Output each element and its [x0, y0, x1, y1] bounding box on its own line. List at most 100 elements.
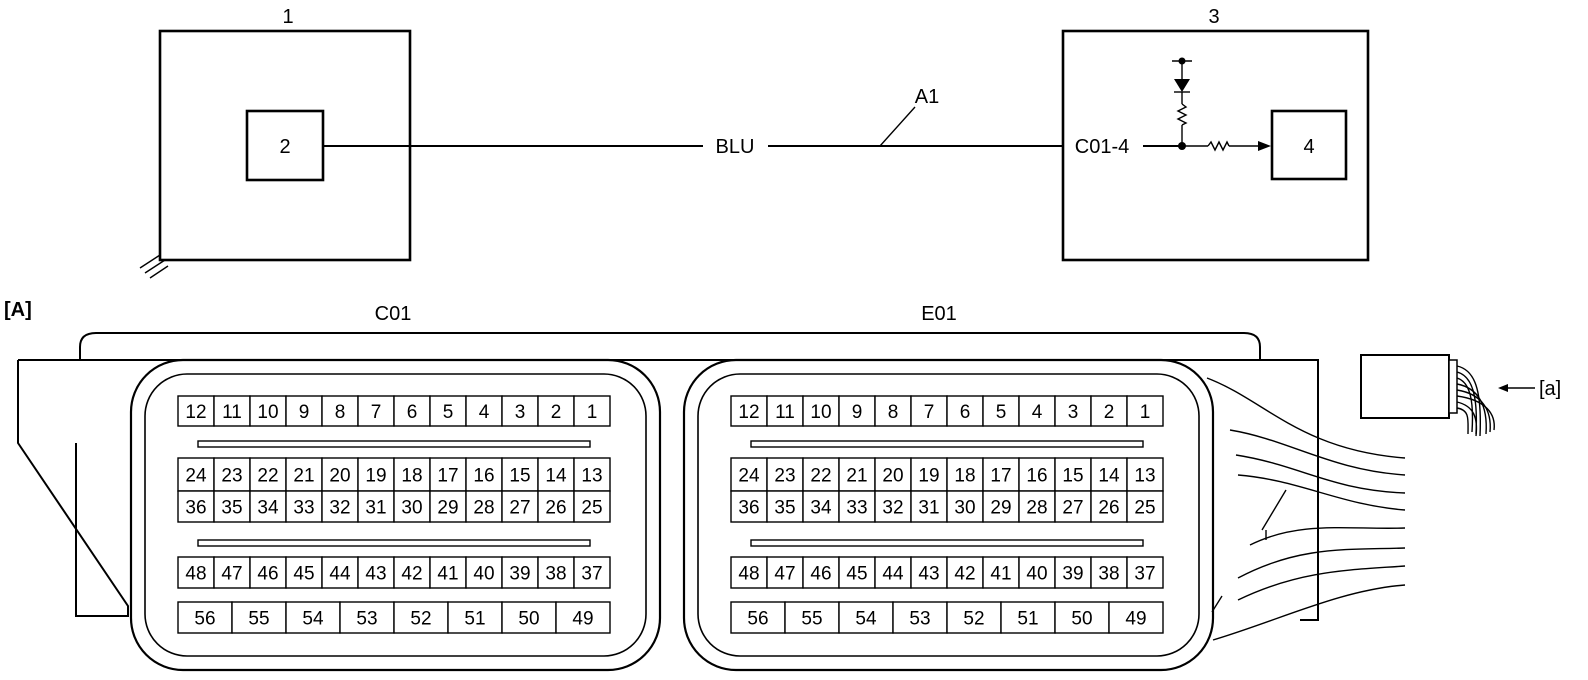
pin-number: 46 — [257, 564, 278, 585]
pin-number: 47 — [774, 564, 795, 585]
pin-cell — [321, 490, 359, 523]
callout-arrow-icon — [1498, 384, 1508, 392]
pin-number: 11 — [775, 402, 795, 423]
pin-number: 42 — [954, 564, 975, 585]
pin-number: 25 — [1134, 498, 1155, 519]
pull-up-circuit — [1172, 57, 1192, 150]
pin-number: 6 — [407, 402, 418, 423]
pin-cell — [285, 556, 323, 589]
pin-number: 38 — [545, 564, 566, 585]
pin-number: 28 — [473, 498, 494, 519]
pin-number: 6 — [960, 402, 971, 423]
pin-number: 12 — [738, 402, 759, 423]
pin-cell — [802, 490, 840, 523]
row-separator — [197, 440, 591, 448]
pin-number: 4 — [1032, 402, 1043, 423]
pin-cell — [393, 395, 431, 427]
pin-number: 55 — [801, 609, 822, 630]
pin-cell — [730, 490, 768, 523]
connector-c01-name: C01 — [375, 303, 412, 325]
pin-cell — [573, 395, 611, 427]
pin-cell — [285, 490, 323, 523]
pin-cell — [874, 556, 912, 589]
pin-cell — [573, 457, 611, 492]
connector-c01-inner — [144, 373, 647, 657]
pin-number: 44 — [329, 564, 351, 585]
pin-number: 36 — [185, 498, 206, 519]
pin-number: 10 — [810, 402, 831, 423]
pin-number: 29 — [437, 498, 458, 519]
pin-cell — [1108, 601, 1164, 634]
pin-cell — [784, 601, 840, 634]
pin-number: 46 — [810, 564, 831, 585]
pin-cell — [910, 556, 948, 589]
pin-number: 41 — [437, 564, 458, 585]
pin-number: 44 — [882, 564, 904, 585]
component-4-label: 4 — [1303, 136, 1314, 158]
pin-cell — [1126, 490, 1164, 523]
pin-number: 34 — [810, 498, 832, 519]
pin-number: 41 — [990, 564, 1011, 585]
pin-number: 43 — [918, 564, 939, 585]
pin-number: 37 — [581, 564, 602, 585]
pin-number: 16 — [1026, 466, 1047, 487]
pin-number: 22 — [257, 466, 278, 487]
pin-number: 22 — [810, 466, 831, 487]
pin-cell — [321, 395, 359, 427]
pin-number: 55 — [248, 609, 269, 630]
pin-cell — [982, 556, 1020, 589]
component-2-box — [245, 109, 325, 182]
pin-cell — [177, 601, 233, 634]
pin-number: 32 — [882, 498, 903, 519]
pin-number: 5 — [443, 402, 454, 423]
pin-number: 53 — [356, 609, 377, 630]
pin-cell — [357, 457, 395, 492]
pin-number: 20 — [329, 466, 350, 487]
pin-number: 17 — [437, 466, 458, 487]
pin-cell — [213, 395, 251, 427]
pin-cell — [213, 556, 251, 589]
component-3-label: 3 — [1208, 6, 1219, 28]
pin-number: 38 — [1098, 564, 1119, 585]
pin-number: 16 — [473, 466, 494, 487]
pin-cell — [249, 457, 287, 492]
housing-left-side — [17, 360, 129, 617]
pin-number: 15 — [509, 466, 530, 487]
pin-cell — [946, 457, 984, 492]
pin-number: 54 — [855, 609, 877, 630]
pin-cell — [429, 490, 467, 523]
pin-number: 52 — [410, 609, 431, 630]
pin-cell — [393, 490, 431, 523]
pin-number: 14 — [1098, 466, 1120, 487]
pin-cell — [802, 395, 840, 427]
pin-number: 13 — [581, 466, 602, 487]
pin-number: 39 — [509, 564, 530, 585]
pin-cell — [730, 395, 768, 427]
pin-cell — [177, 457, 215, 492]
pin-number: 12 — [185, 402, 206, 423]
pin-cell — [501, 556, 539, 589]
pin-number: 51 — [1017, 609, 1038, 630]
pin-number: 18 — [954, 466, 975, 487]
pin-cell — [1126, 457, 1164, 492]
pin-cell — [339, 601, 395, 634]
pin-number: 39 — [1062, 564, 1083, 585]
pin-number: 50 — [518, 609, 539, 630]
pin-number: 35 — [221, 498, 242, 519]
pin-number: 25 — [581, 498, 602, 519]
pin-number: 50 — [1071, 609, 1092, 630]
row-separator — [750, 539, 1144, 547]
wire-color-label: BLU — [716, 136, 755, 158]
pin-number: 3 — [515, 402, 526, 423]
pin-number: 24 — [185, 466, 207, 487]
harness-callout-label: [a] — [1539, 378, 1561, 400]
connector-e01-name: E01 — [921, 303, 957, 325]
component-2-label: 2 — [279, 136, 290, 158]
pin-cell — [357, 490, 395, 523]
pin-number: 8 — [888, 402, 899, 423]
pin-number: 51 — [464, 609, 485, 630]
pin-number: 30 — [401, 498, 422, 519]
pin-cell — [285, 601, 341, 634]
